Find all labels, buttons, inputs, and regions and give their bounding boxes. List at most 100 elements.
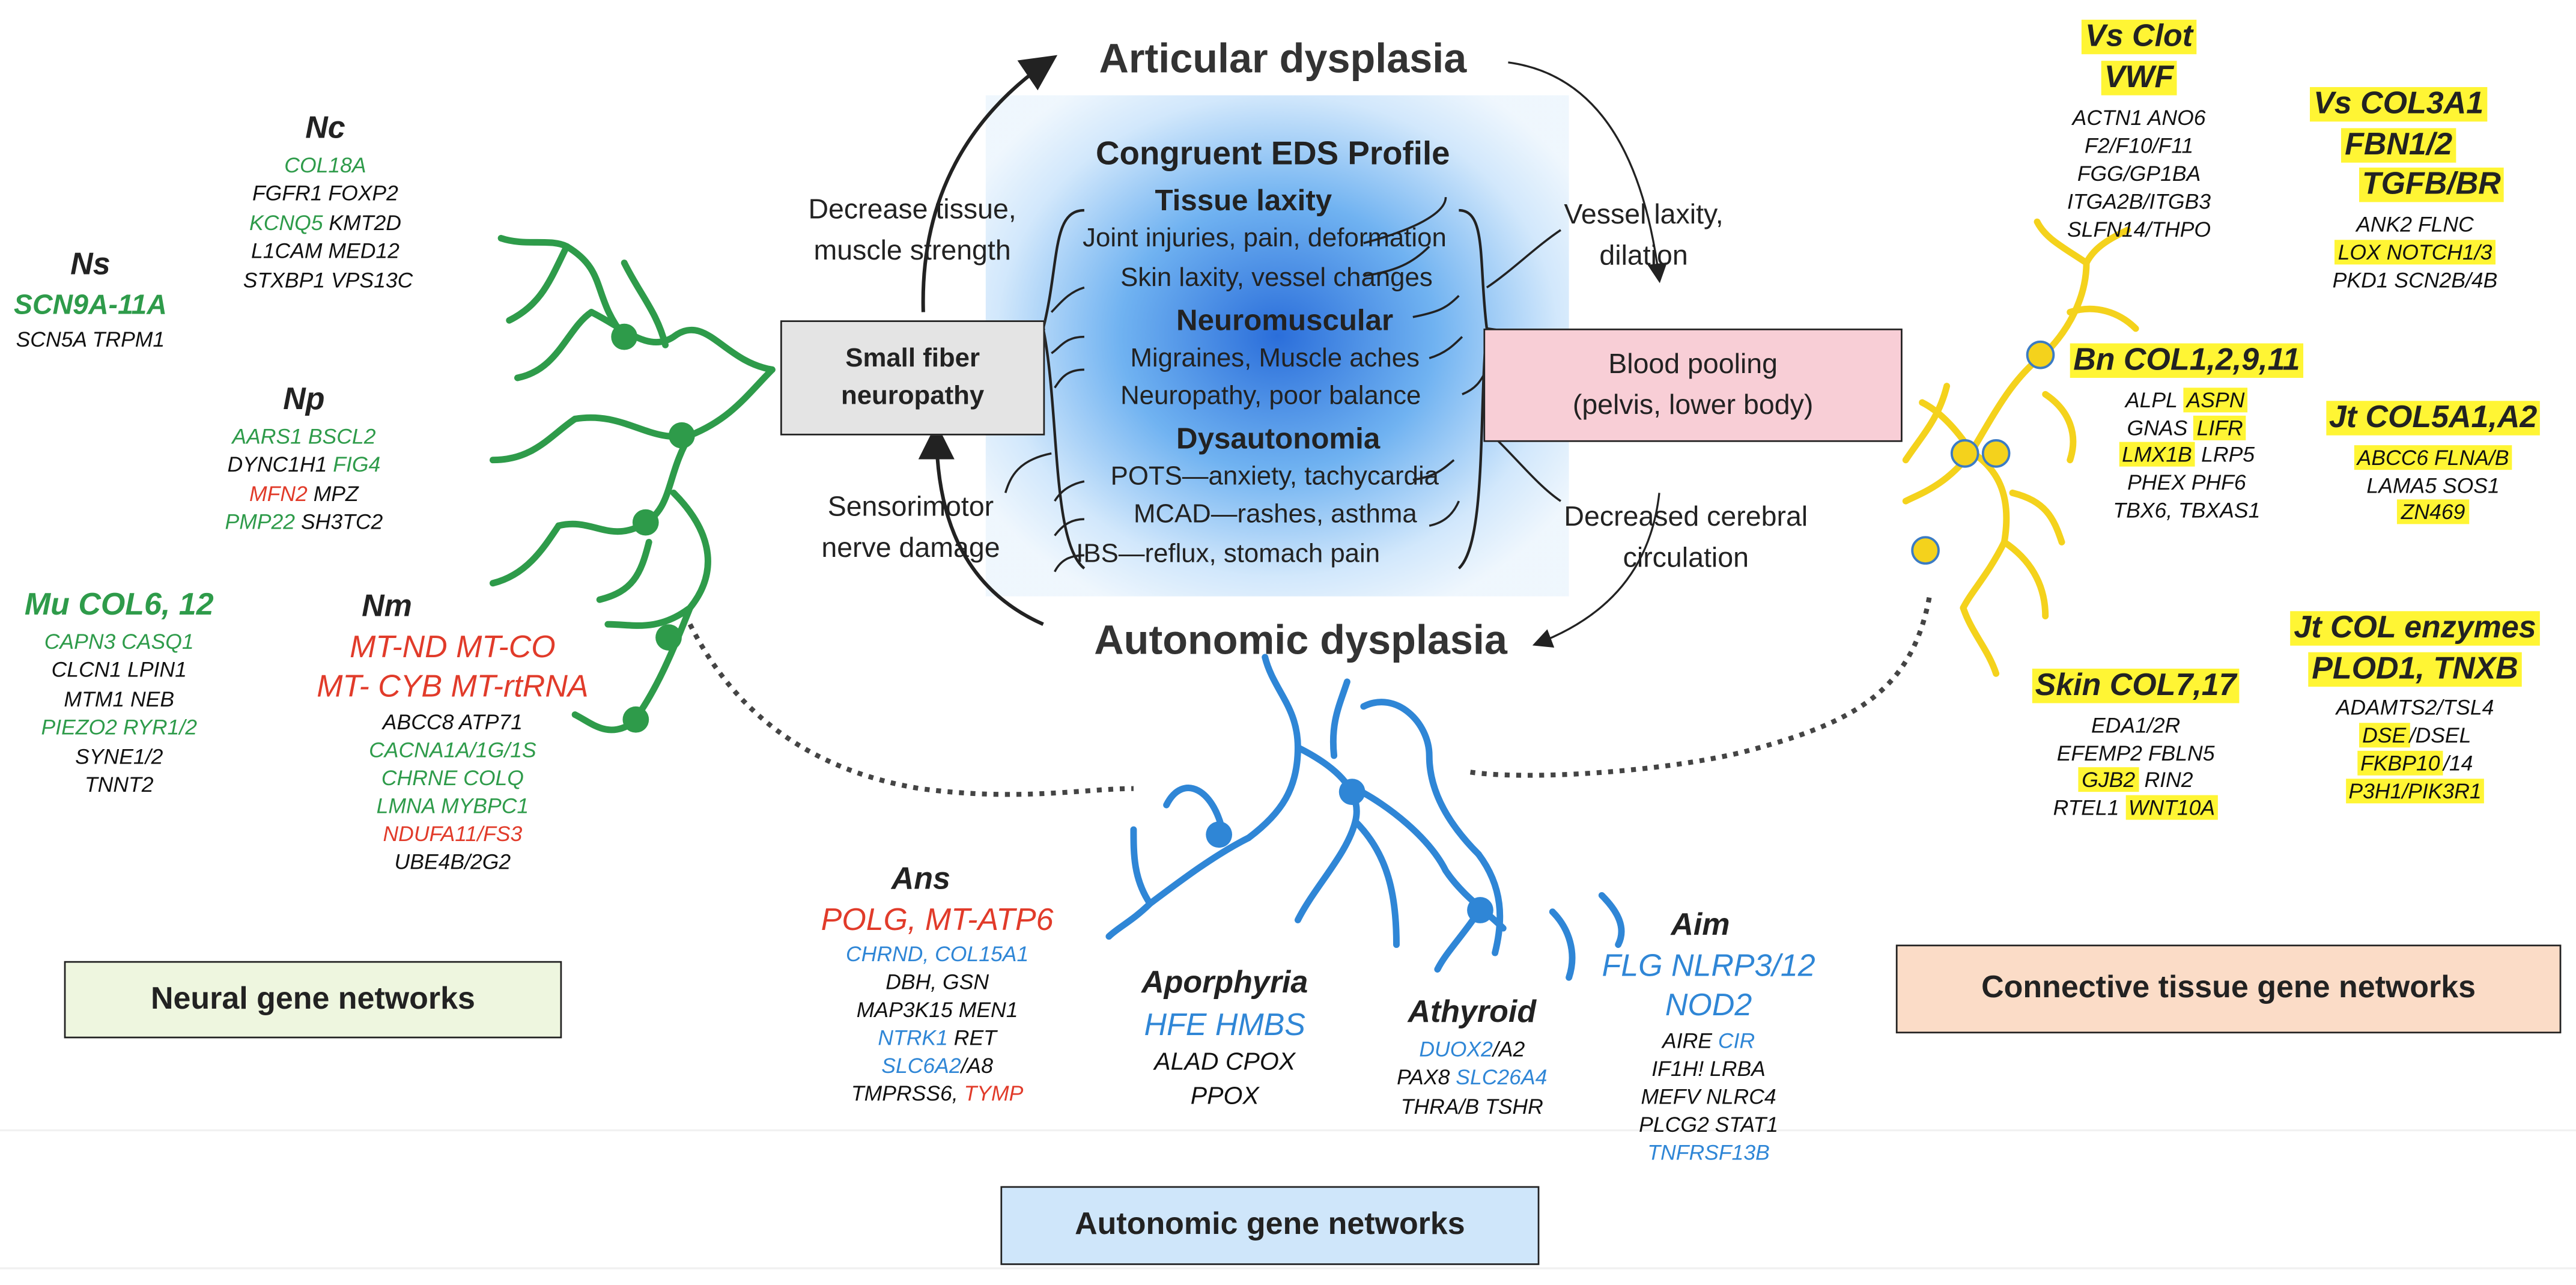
aim-gene-line: MEFV NLRC4: [1641, 1084, 1776, 1109]
dotted-link-left: [687, 623, 1134, 797]
np-gene-sh3tc2: SH3TC2: [295, 509, 383, 535]
aim-gene-line: AIRE CIR: [1585, 1028, 1832, 1056]
vs-col3a1-gene-lox: LOX NOTCH1/3: [2334, 240, 2496, 265]
group-vs-clot: Vs Clot VWF ACTN1 ANO6 F2/F10/F11 FGG/GP…: [2024, 18, 2254, 245]
mu-gene-line: PIEZO2 RYR1/2: [41, 715, 197, 740]
aim-title: Aim: [1671, 908, 1730, 943]
mu-gene-line: CLCN1 LPIN1: [51, 657, 187, 682]
jt-col5a1-title-1: Jt COL5A1,A2: [2325, 401, 2541, 436]
vs-col3a1-title: FBN1/2: [2243, 126, 2555, 167]
mu-gene-line: TNNT2: [84, 773, 154, 798]
aim-gene-cir: CIR: [1718, 1028, 1755, 1054]
autonomic-dysplasia-title: Autonomic dysplasia: [1094, 618, 1507, 664]
ans-gene-a8: /A8: [961, 1053, 994, 1078]
skin-gene-rin2: RIN2: [2138, 768, 2193, 793]
bn-gene-lrp5: LRP5: [2195, 442, 2255, 467]
jt-enzymes-title: PLOD1, TNXB: [2276, 650, 2555, 691]
ans-gene-line: MAP3K15 MEN1: [856, 997, 1018, 1022]
label-sensorimotor-line2: nerve damage: [821, 532, 1000, 564]
tissue-item-joint: Joint injuries, pain, deformation: [1083, 225, 1447, 254]
ns-title: Ns: [70, 248, 111, 283]
aim-gene-line: FLG NLRP3/12: [1602, 949, 1815, 984]
mu-gene-line: SYNE1/2: [75, 744, 163, 769]
neuromuscular-heading: Neuromuscular: [1176, 303, 1394, 337]
np-gene-line: DYNC1H1 FIG4: [222, 451, 386, 479]
eds-profile-title: Congruent EDS Profile: [1096, 136, 1450, 173]
dotted-link-right: [1469, 591, 1933, 778]
nm-gene-line: MT-ND MT-CO: [350, 630, 556, 665]
skin-gene-rtel1: RTEL1: [2053, 795, 2125, 821]
group-np: Np AARS1 BSCL2 DYNC1H1 FIG4 MFN2 MPZ PMP…: [222, 380, 386, 537]
jt-enzymes-gene-dse: DSE: [2359, 723, 2410, 749]
np-title: Np: [283, 383, 325, 418]
tissue-item-skin: Skin laxity, vessel changes: [1120, 264, 1433, 293]
ans-gene-tmprss6: TMPRSS6,: [851, 1080, 964, 1105]
arrow-to-neuropathy: [918, 423, 1044, 626]
group-ans: Ans POLG, MT-ATP6 CHRND, COL15A1 DBH, GS…: [802, 861, 1073, 1108]
np-gene-line: AARS1 BSCL2: [232, 423, 376, 448]
ans-gene-ret: RET: [947, 1025, 997, 1050]
jt-col5a1-title: Jt COL5A1,A2: [2310, 399, 2556, 440]
group-skin: Skin COL7,17 EDA1/2R EFEMP2 FBLN5 GJB2 R…: [2021, 667, 2251, 823]
jt-enzymes-gene-14: /14: [2443, 751, 2473, 776]
ans-gene-tymp: TYMP: [964, 1080, 1024, 1105]
jt-col5a1-gene-line: LAMA5 SOS1: [2366, 472, 2500, 497]
group-ns: Ns SCN9A-11A SCN5A TRPM1: [8, 245, 172, 353]
nm-gene-line: CACNA1A/1G/1S: [369, 737, 536, 762]
mu-gene-line: MTM1 NEB: [64, 686, 175, 711]
skin-gene-line: RTEL1 WNT10A: [2021, 795, 2251, 824]
vs-clot-gene-line: FGG/GP1BA: [2077, 161, 2201, 186]
jt-enzymes-gene-dsel: /DSEL: [2409, 723, 2471, 749]
neural-networks-box: Neural gene networks: [64, 961, 562, 1039]
small-fiber-neuropathy-box: Small fiber neuropathy: [780, 320, 1045, 436]
group-aporphyria: Aporphyria HFE HMBS ALAD CPOX PPOX: [1114, 963, 1335, 1114]
label-cerebral: Decreased cerebral circulation: [1564, 498, 1808, 579]
athyroid-gene-line: PAX8 SLC26A4: [1373, 1063, 1570, 1092]
ans-gene-line: SLC6A2/A8: [802, 1053, 1073, 1081]
group-aim: Aim FLG NLRP3/12 NOD2 AIRE CIR IF1H! LRB…: [1585, 907, 1832, 1167]
aporphyria-gene-line: ALAD CPOX: [1154, 1048, 1296, 1077]
jt-col5a1-gene-abcc6: ABCC6 FLNA/B: [2354, 445, 2512, 470]
skin-gene-line: GJB2 RIN2: [2021, 768, 2251, 795]
nm-title: Nm: [362, 589, 412, 625]
mu-title: Mu COL6, 12: [24, 588, 214, 623]
blood-pooling-line2: (pelvis, lower body): [1572, 388, 1814, 420]
vs-col3a1-title: TGFB/BR: [2308, 166, 2554, 207]
nc-gene-kcnq5: KCNQ5: [249, 210, 323, 235]
jt-col5a1-gene-zn469: ZN469: [2398, 500, 2468, 525]
nm-gene-line: UBE4B/2G2: [394, 848, 511, 873]
group-nm: Nm MT-ND MT-CO MT- CYB MT-rtRNA ABCC8 AT…: [293, 588, 613, 876]
arrow-articular-to-vessel: [1508, 61, 1668, 284]
label-cerebral-line2: circulation: [1623, 541, 1749, 573]
autonomic-networks-box: Autonomic gene networks: [1000, 1186, 1540, 1265]
np-gene-line: MFN2 MPZ: [222, 479, 386, 508]
jt-enzymes-gene-fkbp10: FKBP10: [2357, 751, 2443, 776]
nc-gene-kmt2d: KMT2D: [323, 210, 401, 235]
label-sensorimotor: Sensorimotor nerve damage: [821, 488, 1000, 569]
label-sensorimotor-line1: Sensorimotor: [827, 491, 994, 523]
ans-gene-line: POLG, MT-ATP6: [821, 903, 1054, 938]
jt-enzymes-gene-p3h1: P3H1/PIK3R1: [2345, 779, 2485, 804]
aporphyria-gene-line: PPOX: [1190, 1081, 1259, 1110]
group-nc: Nc COL18A FGFR1 FOXP2 KCNQ5 KMT2D L1CAM …: [243, 108, 413, 294]
bn-gene-line: ALPL ASPN: [2064, 387, 2310, 415]
autonomic-tree: [1105, 654, 1625, 981]
nm-gene-line: ABCC8 ATP71: [382, 709, 523, 735]
group-jt-enzymes: Jt COL enzymes PLOD1, TNXB ADAMTS2/TSL4 …: [2276, 610, 2555, 807]
label-decrease-line1: Decrease tissue,: [808, 193, 1016, 225]
ans-gene-line: TMPRSS6, TYMP: [802, 1081, 1073, 1108]
skin-gene-line: EFEMP2 FBLN5: [2056, 740, 2215, 765]
label-vessel-line2: dilation: [1599, 239, 1688, 271]
athyroid-title: Athyroid: [1408, 995, 1537, 1030]
vs-clot-gene-line: ACTN1 ANO6: [2072, 106, 2206, 131]
nc-gene-line: KCNQ5 KMT2D: [243, 208, 407, 237]
np-gene-fig4: FIG4: [333, 452, 381, 477]
vs-clot-gene-line: ITGA2B/ITGB3: [2067, 189, 2211, 214]
vs-col3a1-title-3: TGFB/BR: [2359, 168, 2505, 202]
bn-gene-alpl: ALPL: [2125, 387, 2184, 412]
bn-title: Bn COL1,2,9,11: [2064, 342, 2310, 383]
skin-gene-line: EDA1/2R: [2091, 712, 2181, 738]
np-gene-mfn2: MFN2: [249, 481, 308, 506]
ans-gene-slc6a2: SLC6A2: [881, 1053, 961, 1078]
nc-gene-line: FGFR1 FOXP2: [252, 181, 398, 206]
